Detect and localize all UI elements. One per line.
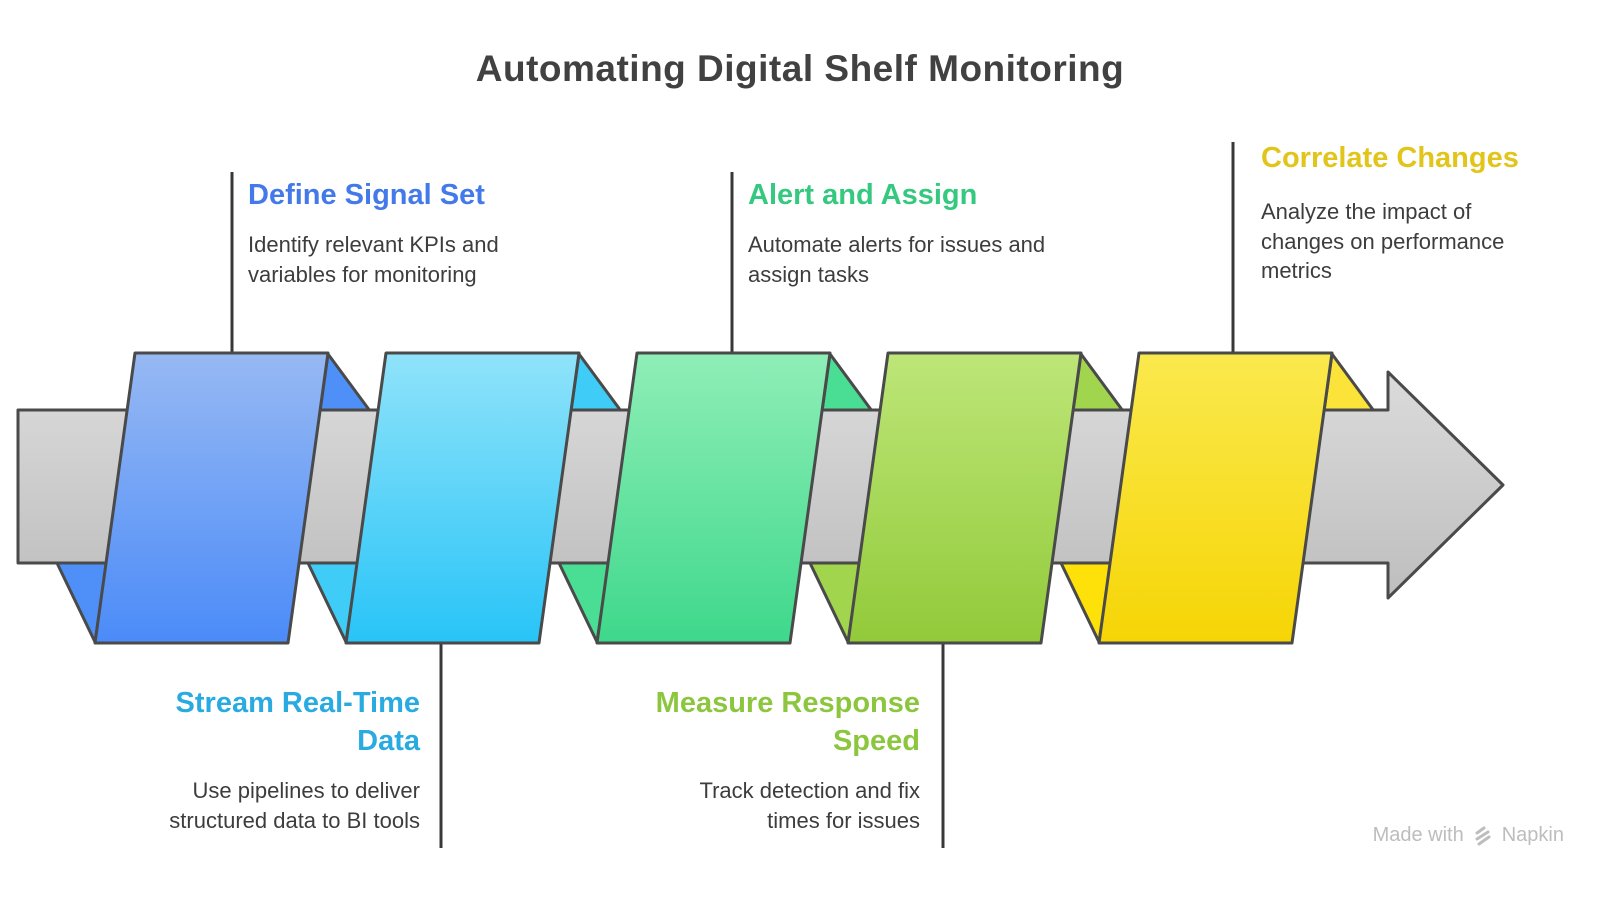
step-title-stream-real-time-data: Stream Real-Time Data xyxy=(175,687,420,757)
watermark-prefix: Made with xyxy=(1372,824,1464,846)
step-desc-define-signal-set: Identify relevant KPIs and variables for… xyxy=(248,232,499,287)
ribbon-face-measure-response-speed xyxy=(846,351,1083,645)
step-title-alert-and-assign: Alert and Assign xyxy=(748,179,978,211)
ribbon-face-define-signal-set xyxy=(93,351,330,645)
napkin-logo-icon xyxy=(1472,825,1494,847)
step-title-define-signal-set: Define Signal Set xyxy=(248,179,485,211)
ribbon-faces xyxy=(93,351,1334,645)
ribbon-folds xyxy=(55,352,1376,644)
watermark-brand: Napkin xyxy=(1501,824,1564,846)
step-desc-correlate-changes: Analyze the impact of changes on perform… xyxy=(1261,199,1505,283)
watermark: Made with Napkin xyxy=(1373,824,1564,847)
step-desc-measure-response-speed: Track detection and fix times for issues xyxy=(699,778,920,833)
ribbon-face-correlate-changes xyxy=(1097,351,1334,645)
step-desc-stream-real-time-data: Use pipelines to deliver structured data… xyxy=(169,778,420,833)
ribbon-face-alert-and-assign xyxy=(595,351,832,645)
label-connector-lines xyxy=(230,142,1235,848)
step-title-correlate-changes: Correlate Changes xyxy=(1261,142,1519,174)
ribbon-face-stream-real-time-data xyxy=(344,351,581,645)
step-desc-alert-and-assign: Automate alerts for issues and assign ta… xyxy=(748,232,1046,287)
diagram-title: Automating Digital Shelf Monitoring xyxy=(475,48,1125,89)
step-title-measure-response-speed: Measure Response Speed xyxy=(655,687,920,757)
